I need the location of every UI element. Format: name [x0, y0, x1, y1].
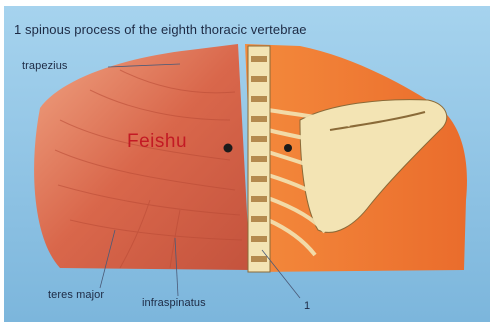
label-trapezius: trapezius [22, 60, 68, 72]
figure-caption: 1 spinous process of the eighth thoracic… [14, 22, 307, 37]
spinous-point [284, 144, 292, 152]
label-feishu: Feishu [127, 131, 187, 153]
label-infraspinatus: infraspinatus [142, 297, 206, 309]
label-spinous-marker: 1 [304, 300, 310, 312]
feishu-point [224, 144, 233, 153]
label-teres-major: teres major [48, 289, 104, 301]
